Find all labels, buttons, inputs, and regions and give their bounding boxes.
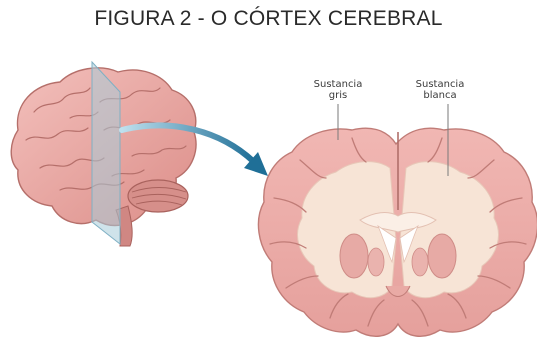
- coronal-section-illustration: [258, 128, 537, 336]
- white-matter-label: Sustancia blanca: [400, 79, 480, 101]
- section-plane: [92, 62, 120, 244]
- gray-matter-label: Sustancia gris: [298, 79, 378, 101]
